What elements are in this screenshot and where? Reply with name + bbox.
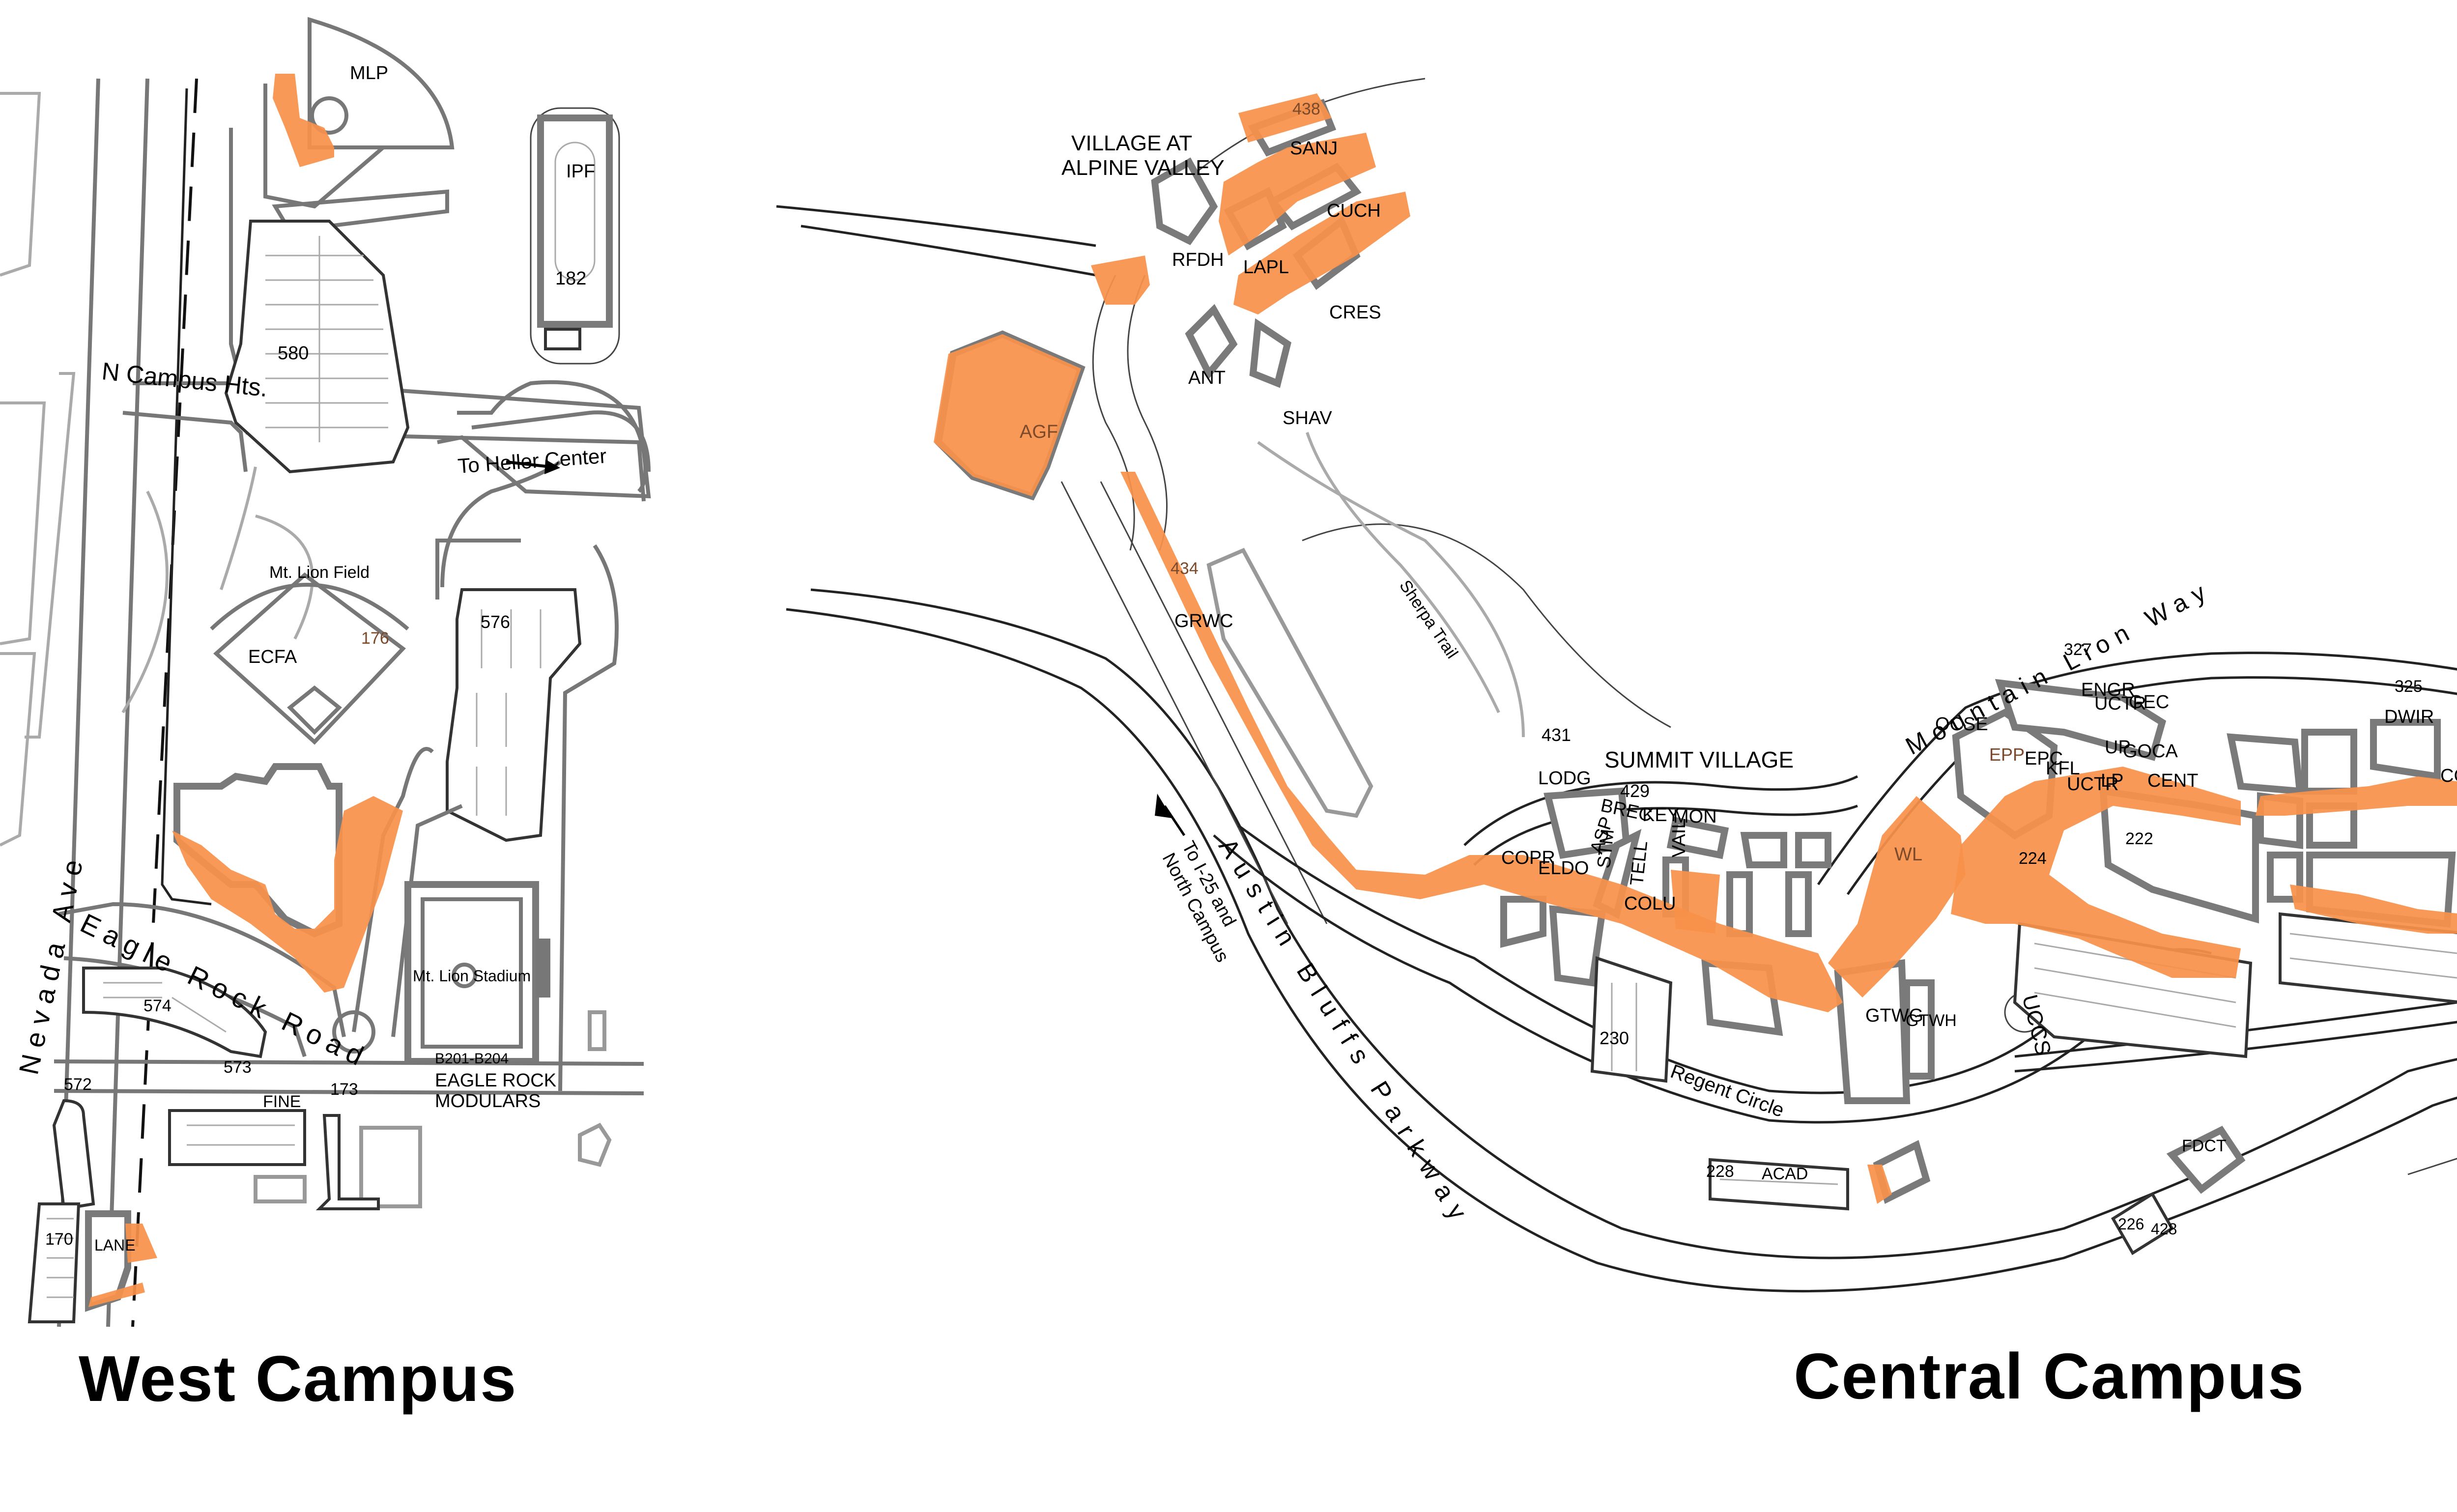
building-label-fine[interactable]: FINE (263, 1092, 301, 1111)
building-label-ipf[interactable]: IPF (566, 161, 596, 182)
building-label-cres[interactable]: CRES (1329, 302, 1381, 323)
lot-label-573[interactable]: 573 (224, 1058, 252, 1077)
building-label-acad[interactable]: ACAD (1762, 1165, 1808, 1183)
building-label-key[interactable]: KEY (1642, 805, 1680, 826)
building-label-kfl[interactable]: KFL (2046, 758, 2080, 779)
building-label-lodg[interactable]: LODG (1538, 768, 1591, 789)
lot-label-173[interactable]: 173 (330, 1080, 358, 1099)
lot-label-576[interactable]: 576 (481, 612, 511, 632)
building-label-ant[interactable]: ANT (1188, 368, 1226, 388)
lot-label-431[interactable]: 431 (1542, 725, 1571, 745)
area-label-village-line2: ALPINE VALLEY (1061, 156, 1225, 180)
building-label-uctr-north[interactable]: UCTR (2094, 693, 2146, 714)
building-label-engr[interactable]: ENGR (2081, 680, 2135, 700)
building-label-eldo[interactable]: ELDO (1538, 858, 1589, 879)
building-label-grwc[interactable]: GRWC (1174, 611, 1233, 631)
building-label-gtwh[interactable]: GTWH (1906, 1011, 1957, 1030)
building-label-goca[interactable]: GOCA (2123, 741, 2178, 762)
west-campus-title: West Campus (79, 1342, 517, 1415)
building-label-cg[interactable]: CG (2440, 766, 2457, 786)
west-campus-highlight-zones (88, 74, 403, 1307)
building-label-wl[interactable]: WL (1894, 844, 1922, 865)
lot-label-182[interactable]: 182 (555, 268, 587, 289)
building-label-dwir[interactable]: DWIR (2384, 707, 2434, 727)
building-label-ecfa[interactable]: ECFA (248, 647, 297, 667)
direction-arrows (506, 459, 1186, 836)
building-label-epc[interactable]: EPC (2025, 748, 2063, 769)
building-label-copr[interactable]: COPR (1501, 848, 1555, 868)
building-label-fdct[interactable]: FDCT (2182, 1137, 2227, 1155)
lot-label-176[interactable]: 176 (361, 629, 389, 648)
building-label-uctr-south[interactable]: UCTR (2067, 774, 2119, 795)
lot-label-230[interactable]: 230 (1600, 1028, 1629, 1048)
building-label-lp[interactable]: LP (2101, 770, 2124, 791)
west-campus-map (0, 17, 651, 1327)
building-label-eagle-rock-modulars-2[interactable]: MODULARS (435, 1091, 541, 1112)
lot-label-226[interactable]: 226 (2118, 1215, 2144, 1233)
building-label-shav[interactable]: SHAV (1283, 408, 1332, 428)
central-campus-highlight-zones (934, 93, 2457, 1204)
building-label-stm[interactable]: STM (1594, 828, 1619, 870)
building-label-agf[interactable]: AGF (1020, 422, 1058, 442)
lot-label-170[interactable]: 170 (45, 1230, 73, 1249)
lot-label-228[interactable]: 228 (1706, 1162, 1734, 1181)
central-campus-title: Central Campus (1794, 1340, 2305, 1412)
building-label-lapl[interactable]: LAPL (1243, 257, 1289, 278)
building-label-tell[interactable]: TELL (1627, 840, 1652, 887)
lot-label-325[interactable]: 325 (2395, 677, 2423, 696)
building-label-mlp[interactable]: MLP (350, 63, 389, 84)
lot-label-572[interactable]: 572 (64, 1075, 92, 1094)
building-label-mon[interactable]: MON (1673, 806, 1717, 827)
building-label-gtwg[interactable]: GTWG (1865, 1005, 1924, 1026)
building-label-epp[interactable]: EPP (1989, 744, 2025, 765)
building-label-mt-lion-field[interactable]: Mt. Lion Field (269, 563, 370, 582)
lot-label-327[interactable]: 327 (2064, 640, 2092, 659)
building-label-up[interactable]: UP (2105, 737, 2131, 758)
building-label-lane[interactable]: LANE (94, 1236, 136, 1254)
lot-label-574[interactable]: 574 (143, 997, 171, 1015)
lot-label-224[interactable]: 224 (2019, 849, 2047, 868)
lot-label-428[interactable]: 428 (2151, 1220, 2177, 1238)
lot-label-222[interactable]: 222 (2125, 829, 2153, 848)
building-label-rfdh[interactable]: RFDH (1172, 250, 1224, 270)
building-label-ocse[interactable]: OCSE (1935, 714, 1988, 735)
building-label-vail[interactable]: VAIL (1669, 818, 1689, 857)
lot-label-438[interactable]: 438 (1292, 100, 1320, 118)
area-label-summit-village: SUMMIT VILLAGE (1604, 747, 1794, 772)
building-label-mt-lion-stadium[interactable]: Mt. Lion Stadium (413, 967, 531, 985)
building-label-cuch[interactable]: CUCH (1327, 200, 1381, 221)
building-label-cent[interactable]: CENT (2147, 770, 2199, 791)
lot-label-429[interactable]: 429 (1620, 781, 1650, 801)
building-label-eagle-rock-modulars-range[interactable]: B201-B204 (435, 1051, 509, 1067)
lot-label-434[interactable]: 434 (1171, 559, 1199, 578)
lot-label-580[interactable]: 580 (278, 343, 309, 364)
building-label-sanj[interactable]: SANJ (1290, 138, 1338, 159)
building-label-gec[interactable]: GEC (2129, 692, 2170, 713)
building-label-colu[interactable]: COLU (1624, 893, 1676, 914)
area-label-village-line1: VILLAGE AT (1071, 131, 1193, 155)
building-label-eagle-rock-modulars-1[interactable]: EAGLE ROCK (435, 1070, 557, 1091)
